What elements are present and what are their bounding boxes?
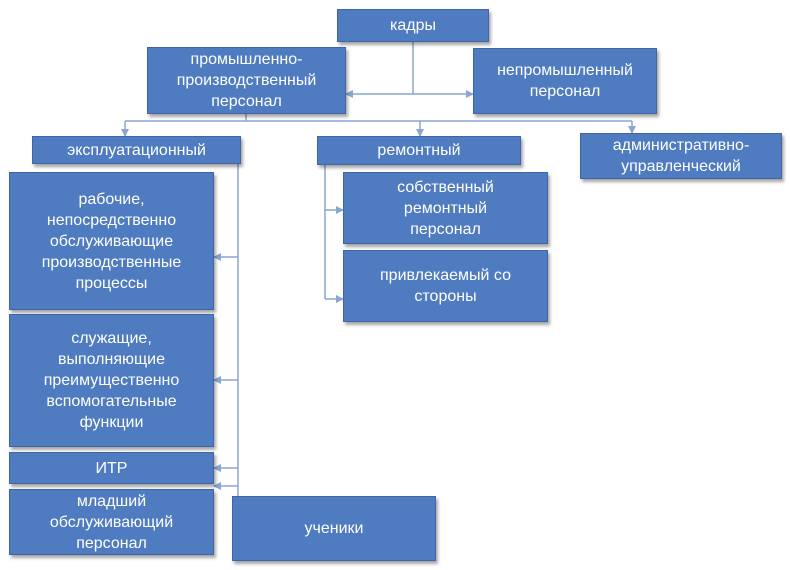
itr-label: ИТР: [95, 459, 128, 477]
admin-label: административно- управленческий: [612, 137, 750, 175]
employees-label: служащие, выполняющие преимущественно вс…: [43, 330, 180, 431]
employees-node[interactable]: служащие, выполняющие преимущественно вс…: [9, 314, 214, 447]
itr-node[interactable]: ИТР: [9, 452, 214, 484]
own-repair-label: собственный ремонтный персонал: [397, 178, 494, 238]
hired-node[interactable]: привлекаемый со стороны: [343, 250, 548, 322]
nonindustrial-node[interactable]: непромышленный персонал: [473, 48, 657, 114]
nonindustrial-label: непромышленный персонал: [497, 62, 633, 100]
students-node[interactable]: ученики: [232, 496, 436, 561]
industrial-node[interactable]: промышленно- производственный персонал: [147, 47, 346, 114]
operational-node[interactable]: эксплуатационный: [32, 136, 241, 164]
industrial-label: промышленно- производственный персонал: [176, 51, 317, 110]
repair-node[interactable]: ремонтный: [317, 136, 521, 165]
workers-node[interactable]: рабочие, непосредственно обслуживающие п…: [9, 172, 214, 310]
hired-label: привлекаемый со стороны: [380, 267, 511, 305]
workers-label: рабочие, непосредственно обслуживающие п…: [41, 190, 182, 292]
root-label: кадры: [390, 17, 436, 34]
own-repair-node[interactable]: собственный ремонтный персонал: [343, 172, 548, 244]
junior-node[interactable]: младший обслуживающий персонал: [9, 489, 214, 555]
operational-label: эксплуатационный: [67, 141, 206, 159]
admin-node[interactable]: административно- управленческий: [580, 133, 782, 179]
students-label: ученики: [304, 520, 364, 537]
root-node[interactable]: кадры: [337, 9, 489, 42]
repair-label: ремонтный: [377, 142, 461, 159]
junior-label: младший обслуживающий персонал: [49, 492, 174, 552]
